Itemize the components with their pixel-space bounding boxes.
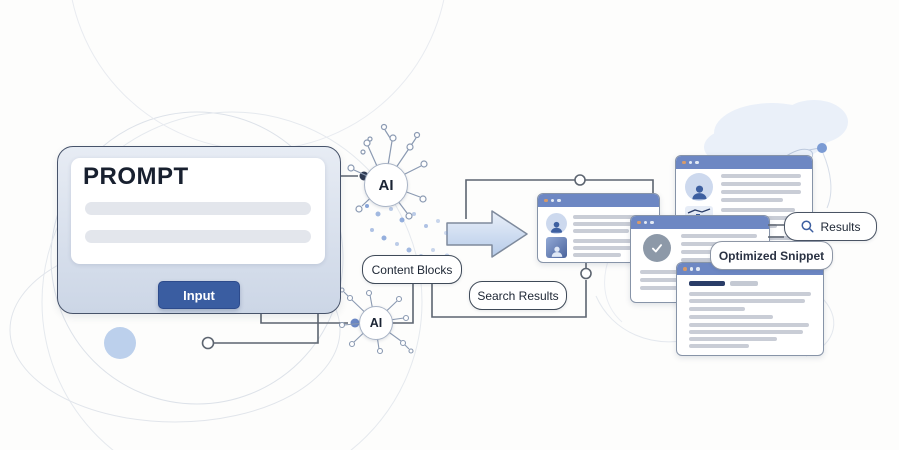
window-dot-icon	[689, 267, 693, 271]
window-dot-icon	[643, 220, 647, 225]
placeholder-text-line	[573, 229, 629, 233]
ai-node-bottom-label: AI	[369, 316, 383, 330]
window-titlebar	[676, 156, 812, 169]
connector-junction-circle	[201, 336, 215, 350]
placeholder-text-line	[689, 292, 811, 296]
search-results-text: Search Results	[477, 288, 559, 303]
prompt-card-title: PROMPT	[83, 163, 189, 190]
window-titlebar	[631, 216, 769, 229]
content-blocks-label: Content Blocks	[362, 255, 462, 284]
placeholder-text-line	[573, 222, 647, 226]
ai-node-bottom: AI	[359, 306, 393, 340]
placeholder-text-line	[721, 182, 801, 186]
placeholder-text-line	[721, 208, 795, 212]
decor-blob	[714, 103, 830, 163]
window-dot-icon	[637, 220, 641, 225]
placeholder-text-line	[689, 323, 809, 327]
prompt-input-field-2[interactable]	[85, 230, 311, 243]
placeholder-text-line	[689, 307, 745, 311]
decor-blob	[780, 100, 848, 144]
placeholder-text-line	[721, 174, 801, 178]
person-avatar-icon	[546, 213, 567, 234]
placeholder-text-line	[689, 299, 805, 303]
window-dot-icon	[683, 267, 687, 271]
person-avatar-icon	[685, 173, 713, 201]
snippet-highlight-bar	[689, 281, 725, 286]
placeholder-text-line	[721, 198, 783, 202]
placeholder-text-line	[573, 246, 647, 250]
ai-node-top: AI	[364, 163, 408, 207]
window-dot-icon	[682, 160, 686, 165]
placeholder-bar	[730, 281, 758, 286]
prompt-input-field-1[interactable]	[85, 202, 311, 215]
search-icon	[801, 220, 814, 233]
connector-junction-circle	[574, 174, 586, 186]
placeholder-text-line	[721, 190, 801, 194]
placeholder-text-line	[689, 315, 773, 319]
prompt-form: PROMPT	[71, 158, 325, 264]
content-blocks-text: Content Blocks	[371, 262, 453, 277]
window-dot-icon	[696, 267, 700, 271]
search-results-label: Search Results	[469, 281, 567, 310]
placeholder-text-line	[689, 344, 749, 348]
placeholder-text-line	[573, 239, 647, 243]
window-dot-icon	[557, 198, 561, 203]
optimized-snippet-text: Optimized Snippet	[718, 248, 825, 263]
input-button[interactable]: Input	[158, 281, 240, 309]
window-dot-icon	[695, 160, 699, 165]
connector-ai-to-content-blocks	[392, 284, 414, 324]
placeholder-text-line	[573, 253, 621, 257]
placeholder-text-line	[640, 270, 702, 274]
window-titlebar	[538, 194, 659, 207]
window-dot-icon	[688, 160, 692, 165]
placeholder-text-line	[681, 234, 757, 238]
window-dot-icon	[550, 198, 554, 203]
window-dot-icon	[650, 220, 654, 225]
decor-blue-dot	[104, 327, 136, 359]
connector-junction-circle	[580, 267, 592, 280]
check-circle-icon	[643, 234, 671, 262]
results-label: Results	[784, 212, 877, 241]
snippet-card-window	[676, 262, 824, 356]
placeholder-text-line	[689, 337, 777, 341]
flow-arrow	[446, 210, 528, 258]
ai-node-top-label: AI	[378, 176, 394, 194]
photo-avatar-icon	[546, 237, 567, 258]
placeholder-text-line	[689, 330, 803, 334]
window-dot-icon	[544, 198, 548, 203]
results-text: Results	[820, 219, 861, 234]
placeholder-text-line	[640, 286, 692, 290]
optimized-snippet-label: Optimized Snippet	[710, 241, 833, 270]
decor-circle	[71, 0, 445, 151]
prompt-card: PROMPT Input	[57, 146, 341, 314]
decor-node-dot	[817, 143, 827, 153]
